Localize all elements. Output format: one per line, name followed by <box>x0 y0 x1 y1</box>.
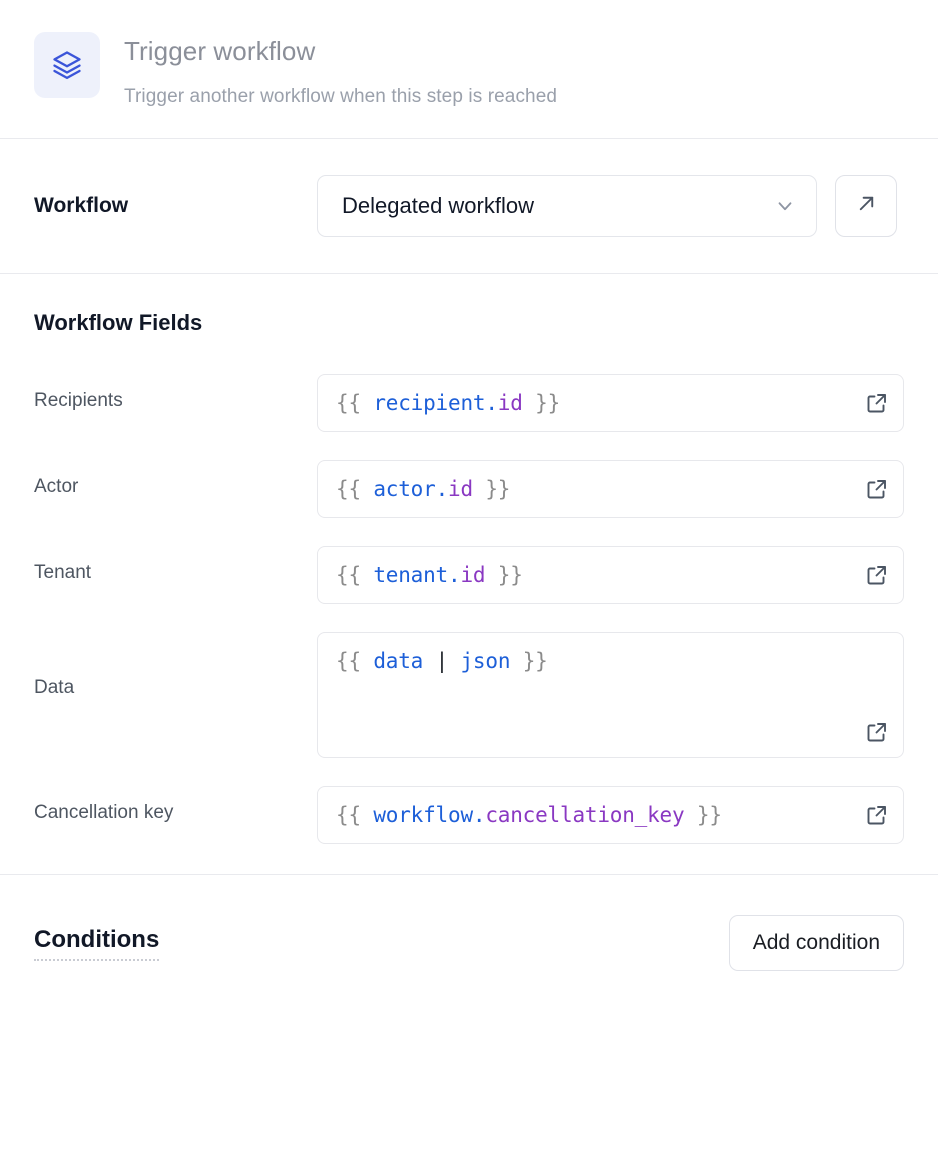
field-label: Recipients <box>34 390 123 411</box>
workflow-select-row: Workflow Delegated workflow <box>0 139 938 273</box>
layers-icon <box>34 32 100 98</box>
workflow-fields-list: Recipients {{ recipient.id }} Actor {{ acto… <box>34 374 904 844</box>
step-header-text: Trigger workflow Trigger another workflo… <box>124 32 557 110</box>
workflow-label: Workflow <box>34 194 129 217</box>
step-header: Trigger workflow Trigger another workflo… <box>0 0 938 138</box>
workflow-fields-heading: Workflow Fields <box>34 310 203 335</box>
workflow-select-value: Delegated workflow <box>342 193 534 218</box>
field-value: {{ recipient.id }} <box>336 391 561 415</box>
field-row: Cancellation key {{ workflow.cancellation… <box>34 786 904 844</box>
external-link-icon[interactable] <box>864 476 890 502</box>
external-link-icon[interactable] <box>864 719 890 745</box>
field-value: {{ workflow.cancellation_key }} <box>336 803 722 827</box>
field-row: Actor {{ actor.id }} <box>34 460 904 518</box>
external-link-icon[interactable] <box>864 390 890 416</box>
external-link-icon[interactable] <box>864 562 890 588</box>
field-input[interactable]: {{ data | json }} <box>317 632 904 758</box>
workflow-section-divider <box>0 273 938 274</box>
field-input[interactable]: {{ actor.id }} <box>317 460 904 518</box>
field-label: Cancellation key <box>34 802 174 823</box>
field-input[interactable]: {{ workflow.cancellation_key }} <box>317 786 904 844</box>
field-row: Data {{ data | json }} <box>34 632 904 758</box>
open-workflow-button[interactable] <box>835 175 897 237</box>
arrow-up-right-icon <box>855 192 878 220</box>
page-subtitle: Trigger another workflow when this step … <box>124 86 558 107</box>
conditions-section: Conditions Add condition <box>0 875 938 971</box>
workflow-select[interactable]: Delegated workflow <box>317 175 817 237</box>
conditions-title: Conditions <box>34 925 160 961</box>
page-title: Trigger workflow <box>124 36 316 66</box>
field-value: {{ actor.id }} <box>336 477 511 501</box>
field-input[interactable]: {{ recipient.id }} <box>317 374 904 432</box>
fields-section-divider <box>0 874 938 875</box>
chevron-down-icon <box>774 195 796 217</box>
field-value: {{ tenant.id }} <box>336 563 523 587</box>
field-label: Actor <box>34 476 79 497</box>
bottom-spacer <box>0 971 938 1164</box>
header-divider <box>0 138 938 139</box>
field-input[interactable]: {{ tenant.id }} <box>317 546 904 604</box>
workflow-fields-section: Workflow Fields Recipients {{ recipient.i… <box>0 274 938 874</box>
add-condition-button[interactable]: Add condition <box>728 915 904 971</box>
external-link-icon[interactable] <box>864 802 890 828</box>
workflow-select-wrapper: Delegated workflow <box>317 175 817 237</box>
field-row: Recipients {{ recipient.id }} <box>34 374 904 432</box>
field-row: Tenant {{ tenant.id }} <box>34 546 904 604</box>
field-label: Data <box>34 677 75 698</box>
field-label: Tenant <box>34 562 92 583</box>
field-value: {{ data | json }} <box>336 649 548 673</box>
